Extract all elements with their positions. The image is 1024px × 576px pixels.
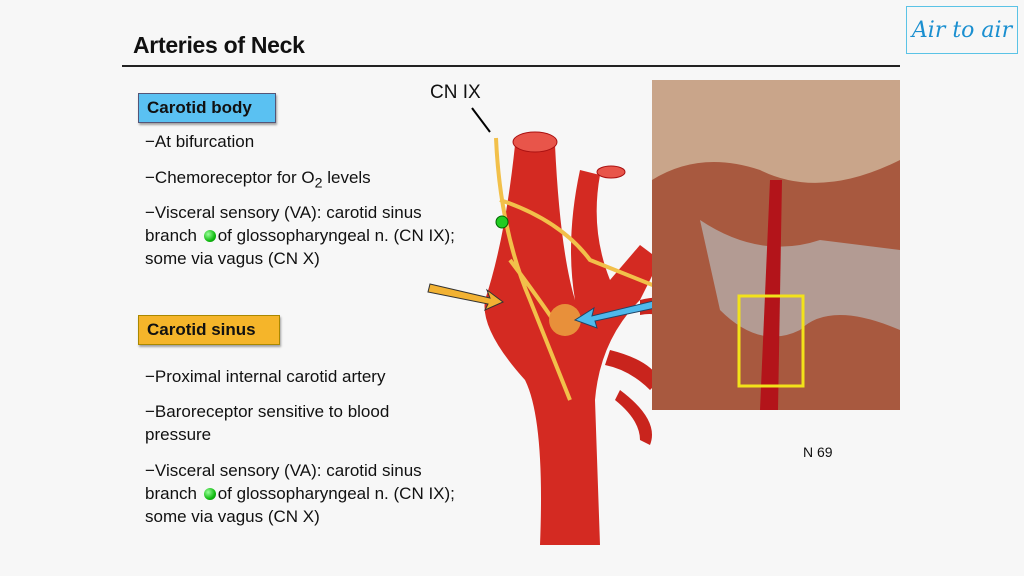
- bullet: −At bifurcation: [145, 132, 255, 151]
- page-title: Arteries of Neck: [133, 32, 305, 58]
- internal-carotid-lumen: [512, 131, 558, 153]
- carotid-body-label: Carotid body: [138, 93, 276, 123]
- bullet: −Chemoreceptor for O2 levels: [145, 166, 465, 195]
- bullet: −Baroreceptor sensitive to blood pressur…: [145, 402, 390, 444]
- common-carotid-artery: [484, 145, 660, 545]
- subscript: 2: [314, 175, 323, 192]
- carotid-body: [549, 304, 581, 336]
- text: −Chemoreceptor for O: [145, 168, 315, 187]
- pointer-arrow: [471, 107, 491, 133]
- bullet: −Proximal internal carotid artery: [145, 367, 386, 386]
- green-dot-icon: [203, 230, 216, 242]
- text: −Visceral sensory (VA): carotid sinus br…: [145, 461, 422, 503]
- green-dot-icon: [203, 488, 216, 500]
- figure-reference: N 69: [803, 444, 833, 460]
- cn-ix-label: CN IX: [430, 82, 481, 103]
- carotid-sinus-label: Carotid sinus: [138, 315, 280, 345]
- title-divider: [122, 65, 900, 67]
- text: levels: [322, 168, 371, 187]
- text: of glossopharyngeal n. (CN IX); some via…: [145, 226, 455, 268]
- green-dot-icon: [495, 215, 509, 229]
- artery-branches: [605, 297, 690, 445]
- text: −Visceral sensory (VA): carotid sinus br…: [145, 203, 422, 245]
- logo-text: Air to air: [911, 17, 1013, 43]
- text: of glossopharyngeal n. (CN IX); some via…: [145, 484, 455, 526]
- logo: Air to air: [906, 6, 1018, 54]
- skull-region: [652, 80, 900, 183]
- bullet: −Visceral sensory (VA): carotid sinus br…: [145, 459, 465, 528]
- highlight-box: [737, 294, 805, 388]
- orange-arrow-icon: [427, 283, 504, 312]
- bullet: −Visceral sensory (VA): carotid sinus br…: [145, 201, 465, 270]
- muscle-region: [700, 220, 900, 337]
- external-carotid-lumen: [596, 165, 626, 179]
